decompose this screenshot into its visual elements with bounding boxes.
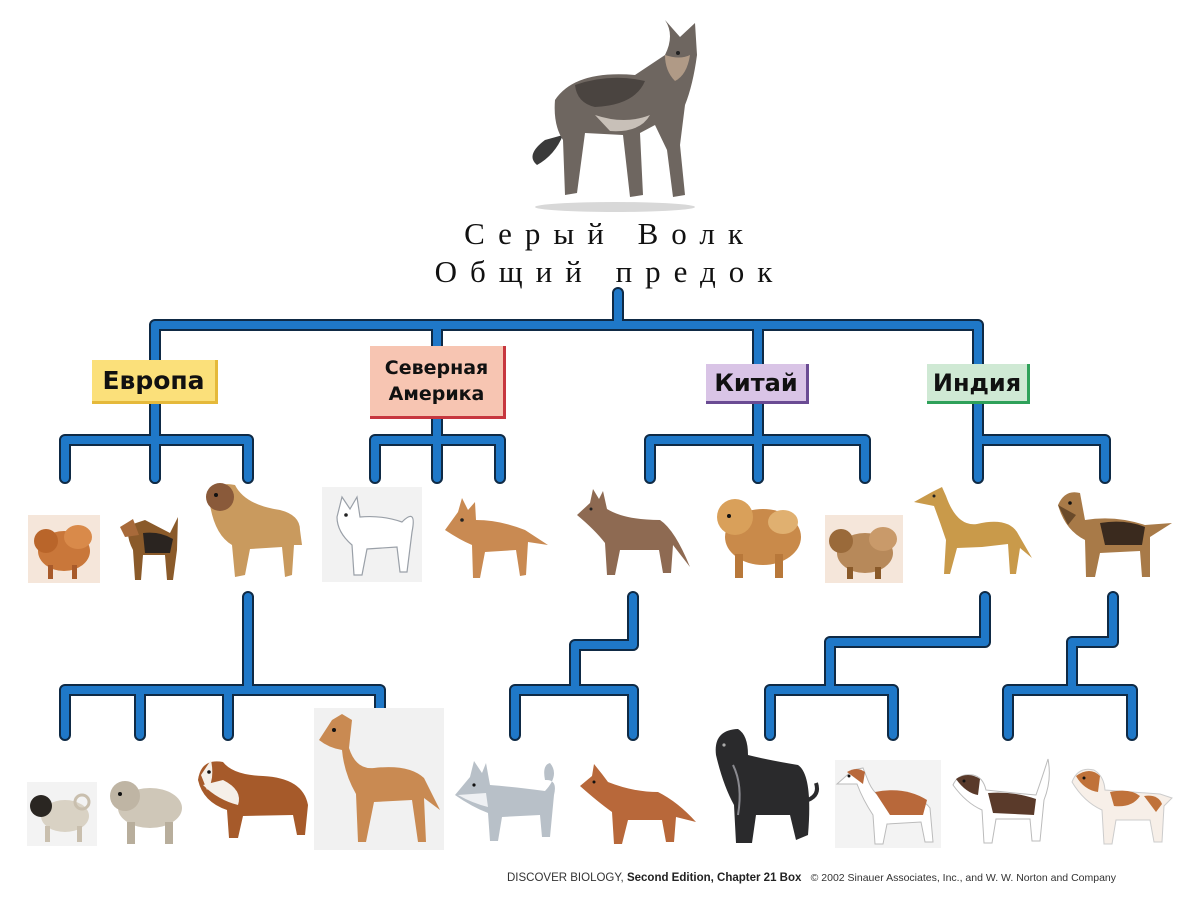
source-credit: DISCOVER BIOLOGY, Second Edition, Chapte… xyxy=(507,872,1116,884)
mastiff-icon xyxy=(190,475,308,583)
pekingese-icon xyxy=(825,515,903,583)
credit-edition: Second Edition, Chapter 21 Box xyxy=(626,872,802,884)
region-label-north-america: Северная Америка xyxy=(370,346,506,419)
pug-icon xyxy=(27,782,97,846)
region-label-india: Индия xyxy=(927,364,1030,404)
root-title-ancestor: Общий предок xyxy=(434,254,786,289)
basenji-icon xyxy=(578,762,698,846)
greyhound-icon xyxy=(912,482,1040,580)
region-label-china-text: Китай xyxy=(714,368,798,397)
samoyed-icon xyxy=(322,487,422,582)
borzoi-icon xyxy=(835,760,941,848)
pomeranian-icon xyxy=(28,515,100,583)
beagle-icon xyxy=(948,755,1058,847)
region-label-europe: Европа xyxy=(92,360,218,404)
bulldog-icon xyxy=(105,770,187,848)
region-label-europe-text: Европа xyxy=(102,366,205,395)
afghan-hound-icon xyxy=(708,725,826,847)
great-dane-icon xyxy=(314,708,444,850)
region-label-india-text: Индия xyxy=(932,368,1022,397)
root-title-species: Серый Волк xyxy=(464,216,756,251)
region-label-china: Китай xyxy=(706,364,809,404)
brittany-spaniel-icon xyxy=(1070,758,1178,848)
credit-book: DISCOVER BIOLOGY, xyxy=(507,872,624,884)
credit-copyright: © 2002 Sinauer Associates, Inc., and W. … xyxy=(810,872,1117,884)
dingo-like-dog-icon xyxy=(575,485,695,580)
husky-icon xyxy=(450,755,568,847)
terrier-icon xyxy=(115,505,190,583)
wolf-icon xyxy=(515,15,725,215)
saint-bernard-icon xyxy=(193,750,313,842)
chow-chow-icon xyxy=(713,492,805,582)
region-label-na-line1: Северная xyxy=(384,357,489,379)
carolina-dog-icon xyxy=(440,490,552,582)
region-label-na-line2: Америка xyxy=(388,383,485,405)
bloodhound-icon xyxy=(1050,485,1175,583)
